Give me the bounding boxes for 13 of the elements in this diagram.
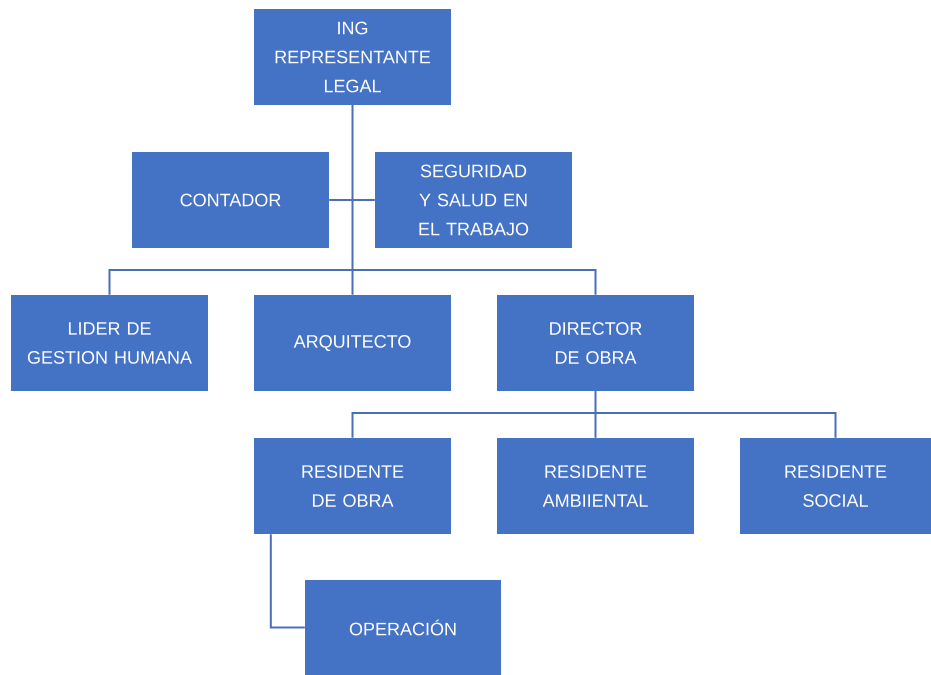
org-box: CONTADOR [132, 152, 329, 248]
org-box: ARQUITECTO [254, 295, 451, 391]
connector-line [352, 105, 596, 295]
org-box: ING REPRESENTANTE LEGAL [254, 9, 451, 105]
org-box: RESIDENTE DE OBRA [254, 438, 451, 534]
org-box: RESIDENTE SOCIAL [740, 438, 931, 534]
org-box: SEGURIDAD Y SALUD EN EL TRABAJO [375, 152, 572, 248]
org-box: RESIDENTE AMBIIENTAL [497, 438, 694, 534]
connector-line [270, 534, 305, 628]
org-box: OPERACIÓN [305, 580, 501, 675]
org-box: LIDER DE GESTION HUMANA [11, 295, 208, 391]
org-box: DIRECTOR DE OBRA [497, 295, 694, 391]
connector-line [594, 391, 836, 438]
